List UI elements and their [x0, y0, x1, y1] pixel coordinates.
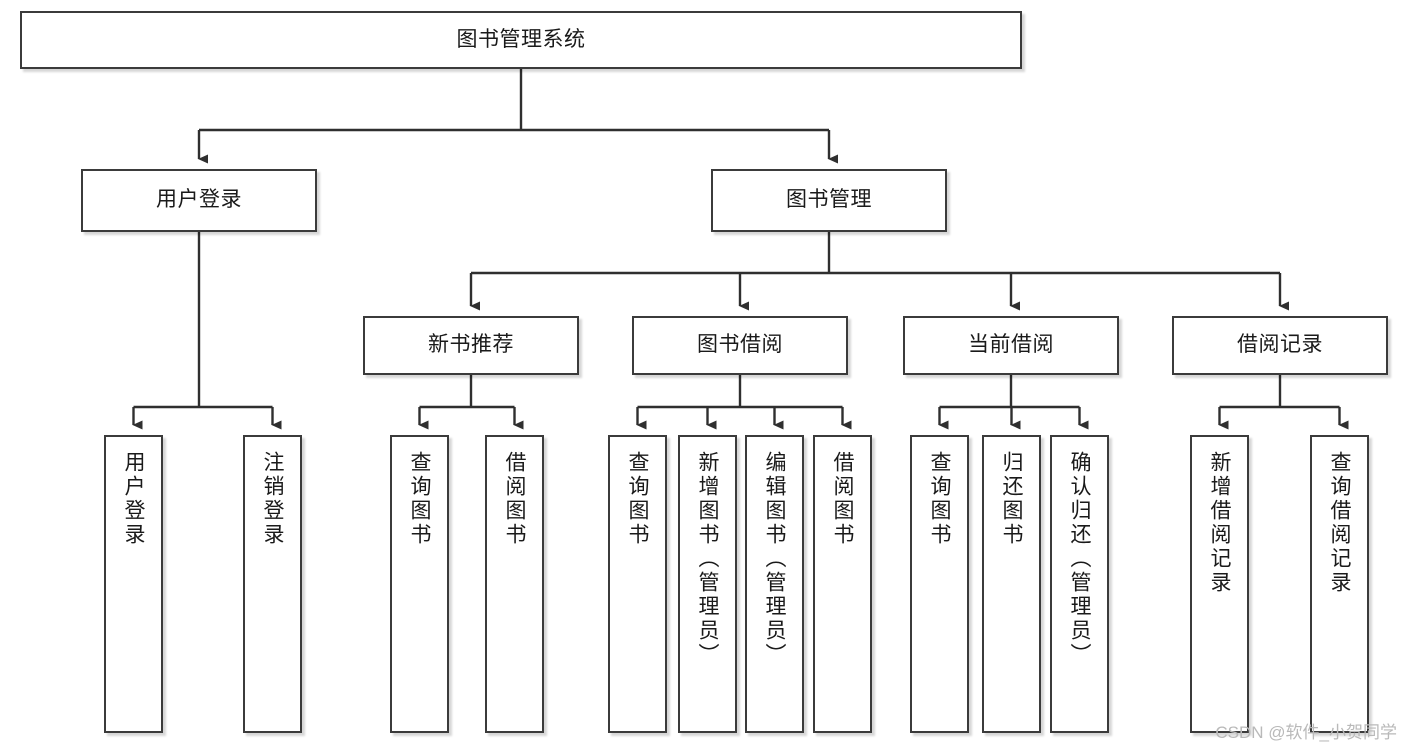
node-label: 借阅图书 [831, 451, 854, 547]
node-leaf-cb-return[interactable]: 归还图书 [982, 435, 1041, 733]
node-new-book-rec[interactable]: 新书推荐 [363, 316, 579, 375]
node-leaf-user-logout[interactable]: 注销登录 [243, 435, 302, 733]
node-label: 用户登录 [122, 451, 145, 547]
node-label: 查询图书 [928, 451, 951, 547]
node-label: 当前借阅 [968, 333, 1054, 357]
node-label: 查询图书 [626, 451, 649, 547]
node-leaf-rec-query[interactable]: 查询图书 [390, 435, 449, 733]
node-label: 归还图书 [1000, 451, 1023, 547]
node-label: 确认归还（管理员） [1068, 451, 1091, 667]
node-label: 注销登录 [261, 451, 284, 547]
node-label: 图书管理系统 [456, 27, 586, 51]
node-current-borrow[interactable]: 当前借阅 [903, 316, 1119, 375]
node-label: 查询借阅记录 [1328, 451, 1351, 595]
node-label: 编辑图书（管理员） [763, 451, 786, 667]
node-label: 新增借阅记录 [1208, 451, 1231, 595]
node-leaf-bb-borrow[interactable]: 借阅图书 [813, 435, 872, 733]
node-label: 新书推荐 [428, 333, 514, 357]
node-book-manage[interactable]: 图书管理 [711, 169, 947, 232]
node-leaf-cb-confirm[interactable]: 确认归还（管理员） [1050, 435, 1109, 733]
node-root[interactable]: 图书管理系统 [20, 11, 1022, 69]
node-label: 查询图书 [408, 451, 431, 547]
watermark-credit: CSDN @软件_小贺同学 [1215, 723, 1397, 742]
edge-group [132, 69, 1349, 430]
node-leaf-rec-borrow[interactable]: 借阅图书 [485, 435, 544, 733]
node-label: 图书管理 [786, 188, 872, 212]
node-label: 借阅图书 [503, 451, 526, 547]
node-label: 新增图书（管理员） [696, 451, 719, 667]
node-leaf-bb-add[interactable]: 新增图书（管理员） [678, 435, 737, 733]
node-leaf-bb-edit[interactable]: 编辑图书（管理员） [745, 435, 804, 733]
node-leaf-bb-query[interactable]: 查询图书 [608, 435, 667, 733]
node-leaf-br-query[interactable]: 查询借阅记录 [1310, 435, 1369, 733]
node-leaf-user-login[interactable]: 用户登录 [104, 435, 163, 733]
node-label: 图书借阅 [697, 333, 783, 357]
node-label: 借阅记录 [1237, 333, 1323, 357]
node-leaf-br-add[interactable]: 新增借阅记录 [1190, 435, 1249, 733]
node-leaf-cb-query[interactable]: 查询图书 [910, 435, 969, 733]
node-borrow-record[interactable]: 借阅记录 [1172, 316, 1388, 375]
node-label: 用户登录 [156, 188, 242, 212]
node-book-borrow[interactable]: 图书借阅 [632, 316, 848, 375]
node-user-login[interactable]: 用户登录 [81, 169, 317, 232]
